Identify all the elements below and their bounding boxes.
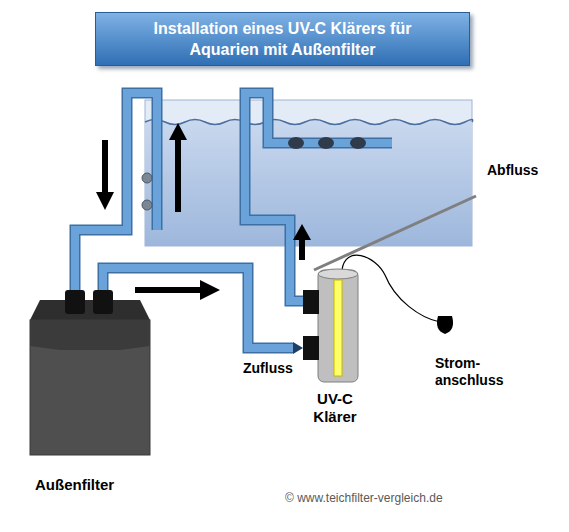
title-banner: Installation eines UV-C Klärers für Aqua…	[95, 12, 470, 66]
water-surface	[145, 120, 473, 125]
external-filter: Außenfilter	[25, 288, 170, 500]
uv-c-clarifier: UV-C Klärer	[300, 266, 370, 434]
spray-hole	[318, 137, 334, 149]
filter-outlet-port	[93, 290, 113, 314]
flow-arrow-up	[169, 123, 187, 212]
watermark: © www.teichfilter-vergleich.de	[285, 490, 555, 507]
filter-body	[30, 320, 150, 455]
intake-pipe-inner	[75, 93, 157, 290]
intake-pipe	[75, 93, 157, 290]
spray-hole	[350, 137, 366, 149]
filter-lid	[30, 320, 150, 350]
node-shape	[25, 288, 170, 500]
node-label: UV-C Klärer	[300, 390, 370, 426]
title-text: Installation eines UV-C Klärers für Aqua…	[134, 18, 431, 60]
spray-hole	[288, 137, 304, 149]
flow-arrow-right	[135, 280, 220, 300]
filter-lid-top	[30, 300, 150, 320]
uv-cap	[318, 269, 358, 279]
inflow-label: Zufluss	[243, 360, 313, 377]
flow-arrow-down	[96, 140, 114, 210]
aquarium-tank	[145, 100, 472, 246]
filter-intake-port	[65, 290, 85, 314]
node-label: Außenfilter	[35, 476, 170, 494]
uv-inlet-fitting	[303, 336, 319, 360]
return-pipe	[245, 93, 392, 301]
outflow-label: Abfluss	[487, 162, 562, 179]
leader-line	[314, 196, 476, 270]
power-label: Strom- anschluss	[435, 355, 515, 389]
uv-outlet-fitting	[303, 290, 319, 314]
uv-lamp	[334, 280, 342, 376]
uv-housing	[318, 270, 358, 382]
return-pipe-inner	[245, 93, 392, 301]
arrow-head	[293, 342, 303, 354]
flow-arrow-up	[293, 224, 311, 260]
strainer-hole	[142, 200, 152, 210]
power-plug	[437, 316, 453, 334]
strainer-hole	[142, 173, 152, 183]
